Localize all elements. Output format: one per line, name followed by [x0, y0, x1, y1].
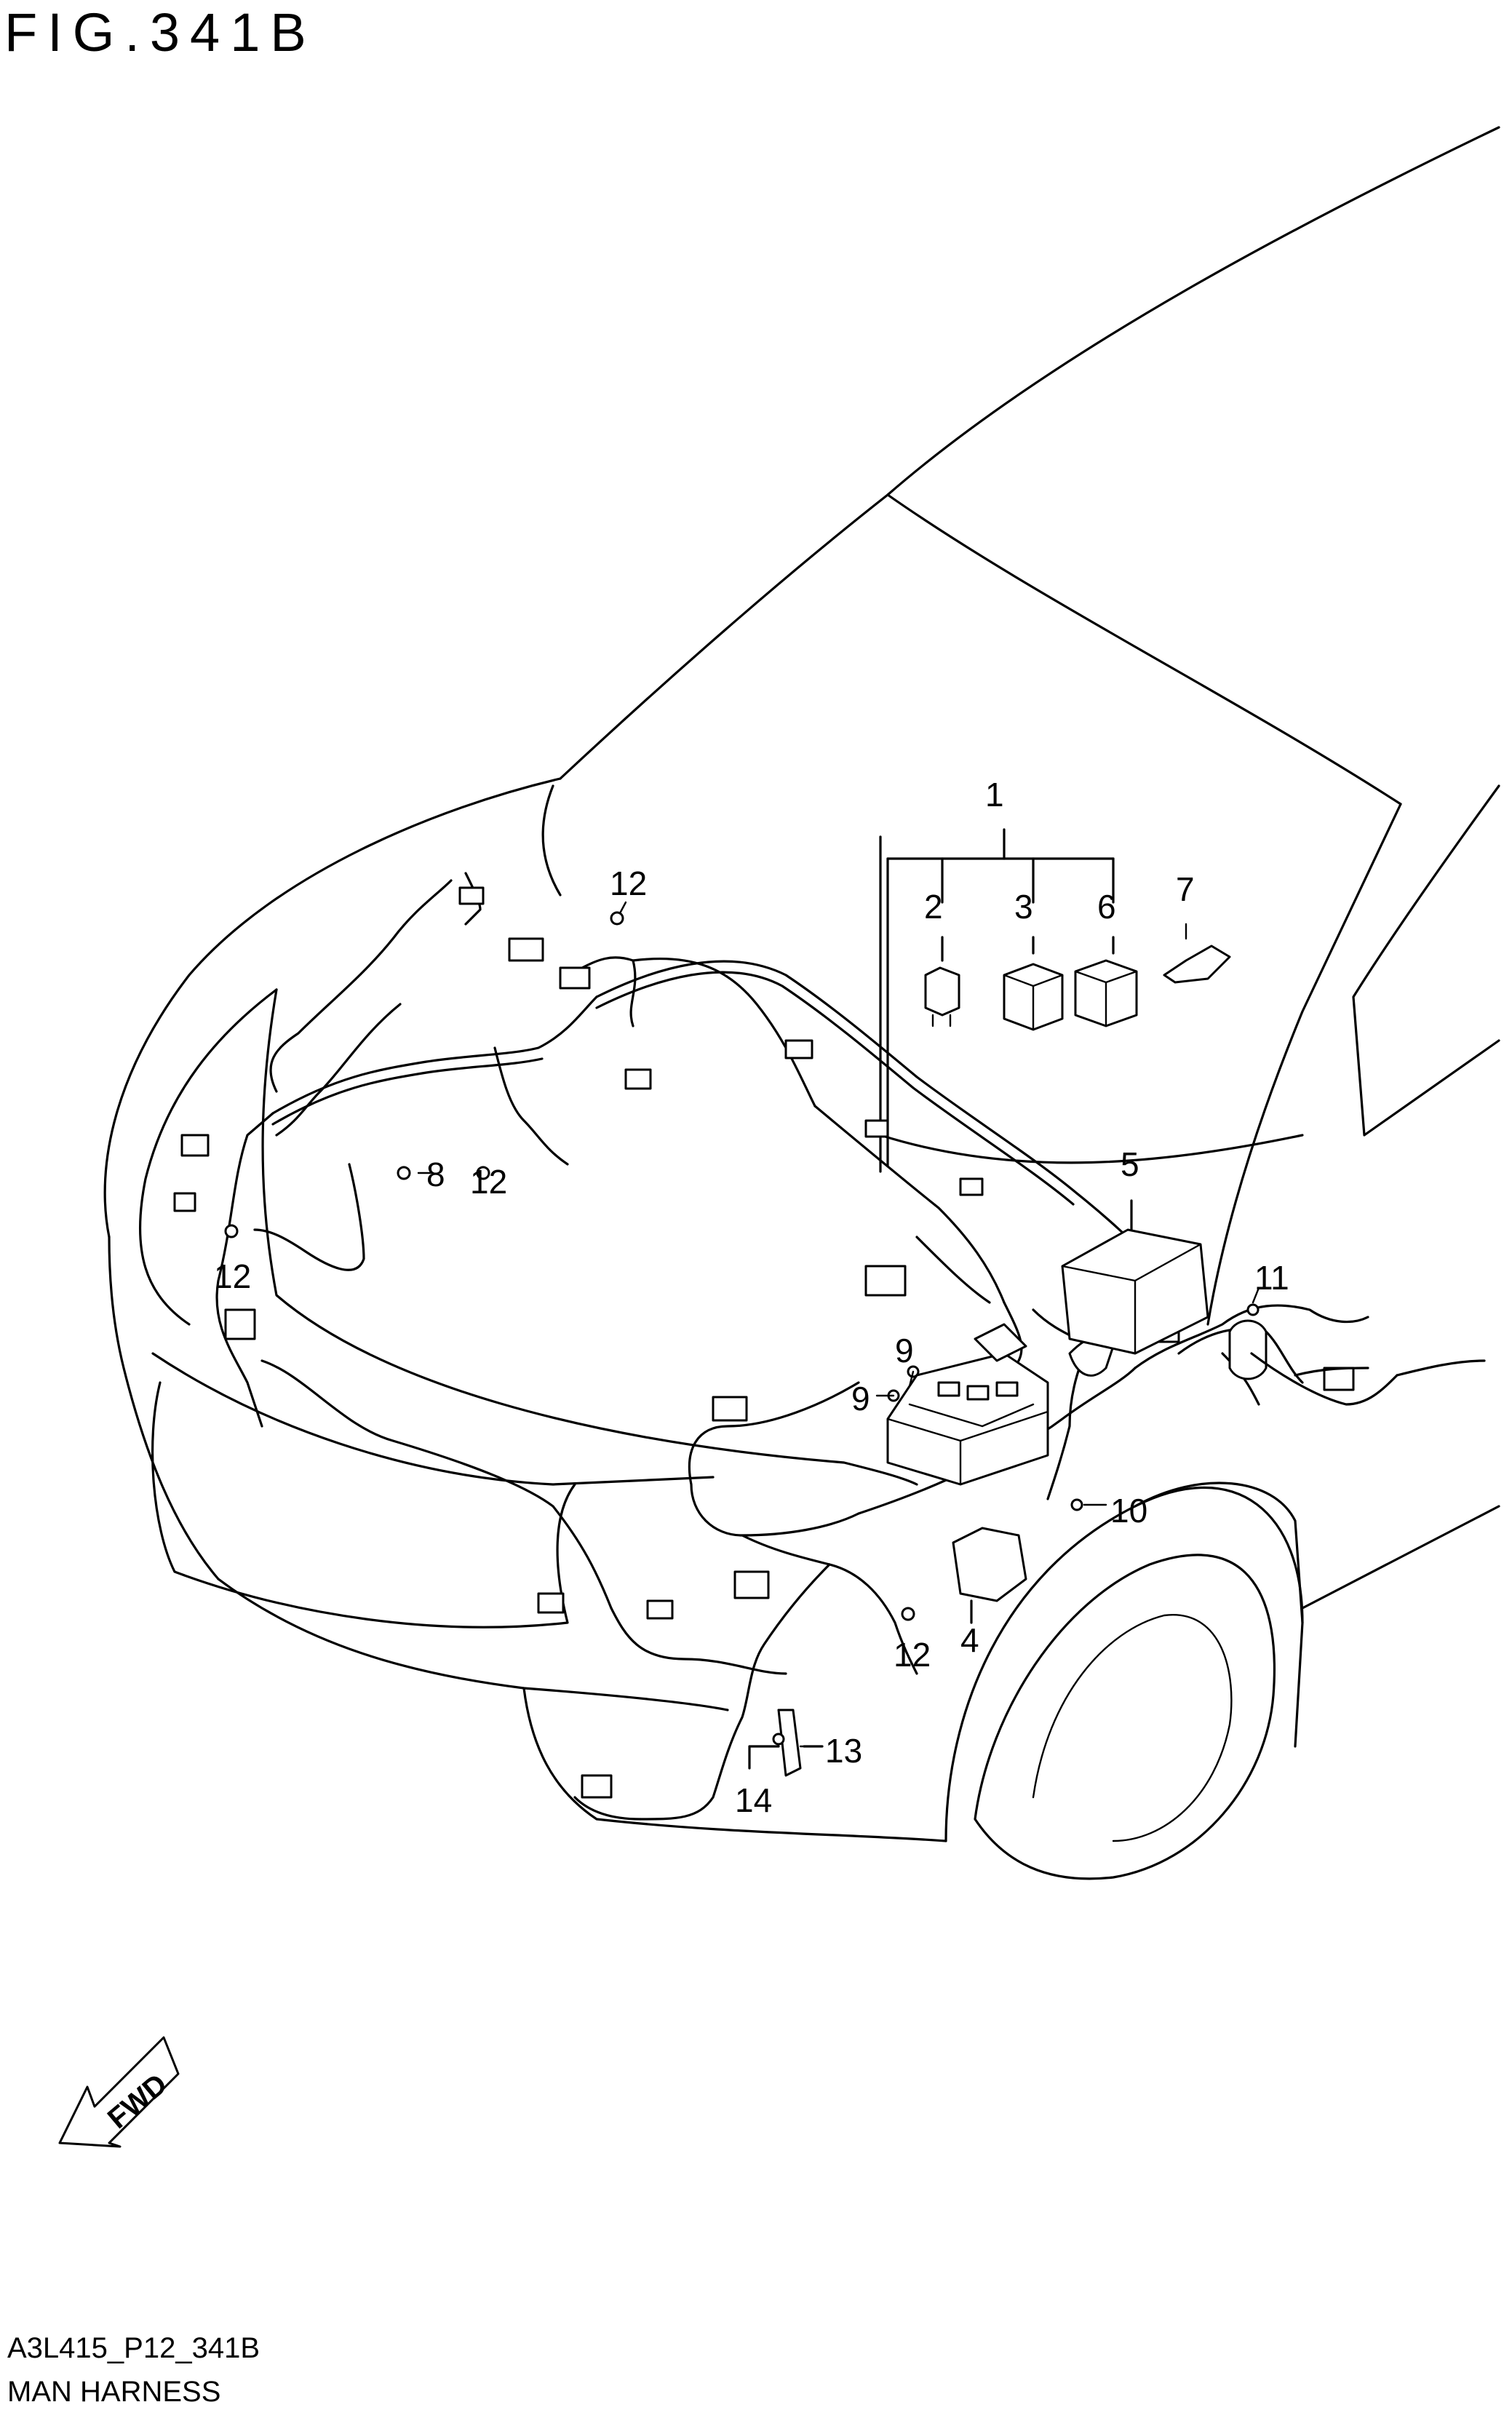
callout-14: 14: [735, 1781, 772, 1819]
vehicle-outline: [103, 126, 1500, 1880]
callout-4: 4: [960, 1621, 979, 1659]
connector-clip: [864, 1265, 907, 1297]
connector-clip: [733, 1570, 770, 1599]
connector-clip: [581, 1774, 613, 1799]
connector-clip: [508, 937, 544, 962]
connector-clip: [624, 1068, 652, 1090]
fasteners: [224, 911, 1260, 1746]
connector-clip: [784, 1039, 813, 1059]
callout-9-lower: 9: [851, 1380, 870, 1417]
relay-part-3: [1003, 963, 1064, 1031]
callout-6: 6: [1097, 888, 1116, 926]
bolt-12-mid: [476, 1166, 490, 1180]
connector-clip: [173, 1192, 196, 1212]
bolt-11: [1246, 1303, 1260, 1316]
callout-7: 7: [1176, 870, 1195, 908]
sensor-part-7: [1163, 923, 1231, 984]
connector-clip: [224, 1308, 256, 1340]
connector-clip: [559, 966, 591, 990]
callout-1: 1: [985, 776, 1004, 814]
bracket-part-4: [952, 1527, 1027, 1624]
relay-part-6: [1074, 959, 1138, 1027]
callout-8: 8: [426, 1156, 445, 1193]
callout-12-bottom: 12: [894, 1636, 931, 1674]
callout-10: 10: [1110, 1492, 1147, 1530]
fuse-relay-box: [886, 1323, 1115, 1486]
bracket-part-13: [748, 1709, 824, 1777]
harness-connectors: [173, 886, 1355, 1799]
bolt-12-bottom: [901, 1607, 915, 1621]
callout-12-top: 12: [610, 864, 647, 902]
clip-10: [1070, 1498, 1083, 1511]
callout-13: 13: [825, 1732, 862, 1770]
callout-labels: 1 2 3 6 7 5 12 8 12 12 11 9 9 10 4 12 13…: [214, 776, 1289, 1819]
bolt-12-left: [224, 1224, 239, 1238]
connector-clip: [1323, 1367, 1355, 1391]
connector-clip: [180, 1134, 210, 1157]
callout-2: 2: [924, 888, 943, 926]
part-1-bracket: [886, 828, 1115, 1167]
callout-12-left: 12: [214, 1257, 251, 1295]
bolt-8: [397, 1166, 411, 1180]
bolt-14: [772, 1733, 785, 1746]
callout-5: 5: [1121, 1145, 1139, 1183]
connector-clip: [959, 1177, 984, 1196]
connector-clip: [864, 1119, 889, 1138]
main-harness: [215, 872, 1369, 1821]
connector-clip: [712, 1396, 748, 1422]
fuse-part-2: [924, 966, 960, 1027]
callout-9-upper: 9: [895, 1332, 914, 1369]
drawing-name: MAN HARNESS: [7, 2376, 221, 2408]
callout-11: 11: [1254, 1259, 1289, 1297]
callout-3: 3: [1014, 888, 1033, 926]
fuse-box-cover-part-5: [1061, 1199, 1209, 1355]
connector-clip: [646, 1599, 674, 1620]
bolt-12-top: [610, 911, 624, 926]
connector-clip: [458, 886, 485, 905]
leader-lines: [417, 901, 1260, 1748]
connector-clip: [537, 1592, 565, 1614]
figure-title: FIG.341B: [4, 2, 317, 63]
drawing-code: A3L415_P12_341B: [7, 2332, 260, 2364]
fwd-arrow: FWD: [58, 2036, 180, 2148]
callout-12-mid: 12: [470, 1163, 507, 1201]
right-harness-cluster: [1177, 1319, 1486, 1406]
